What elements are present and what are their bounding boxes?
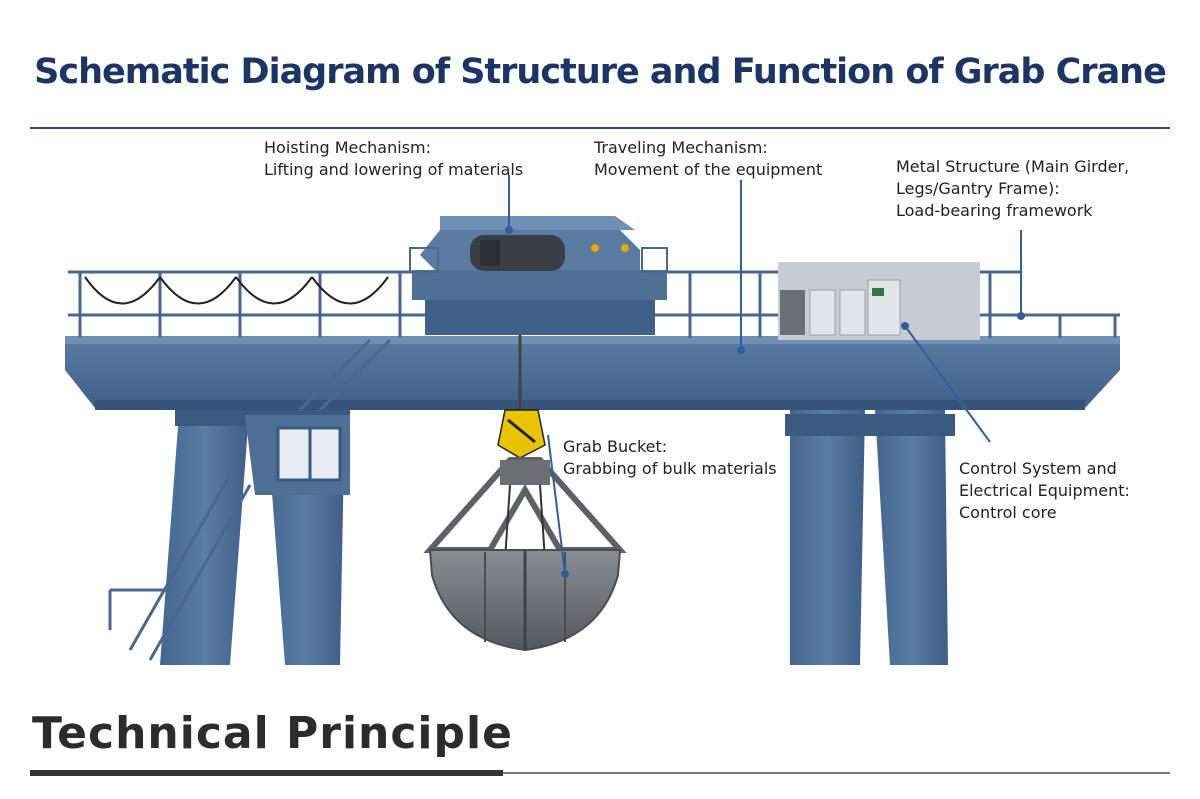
- title-divider: [30, 127, 1170, 129]
- section-divider-accent: [30, 770, 503, 776]
- access-stairs: [108, 338, 392, 661]
- callout-grab-title: Grab Bucket:: [563, 437, 668, 456]
- callout-leaders: [508, 175, 1022, 575]
- section-heading: Technical Principle: [32, 708, 513, 759]
- callout-metal-title: Metal Structure (Main Girder,: [896, 157, 1130, 176]
- electrical-room: [778, 262, 980, 340]
- callout-grab-desc: Grabbing of bulk materials: [563, 459, 777, 478]
- callout-metal-structure: Metal Structure (Main Girder, Legs/Gantr…: [896, 156, 1129, 222]
- callout-control-desc: Control core: [959, 503, 1057, 522]
- callout-control-title: Control System and: [959, 459, 1117, 478]
- diagram-title: Schematic Diagram of Structure and Funct…: [34, 52, 1167, 92]
- callout-hoisting-desc: Lifting and lowering of materials: [264, 160, 524, 179]
- callout-traveling-desc: Movement of the equipment: [594, 160, 823, 179]
- callout-control-title-cont: Electrical Equipment:: [959, 481, 1130, 500]
- main-girder: [65, 336, 1120, 410]
- callout-control-system: Control System and Electrical Equipment:…: [959, 458, 1130, 524]
- callout-traveling-mechanism: Traveling Mechanism: Movement of the equ…: [594, 137, 822, 181]
- right-gantry-legs: [785, 410, 955, 665]
- callout-grab-bucket: Grab Bucket: Grabbing of bulk materials: [563, 436, 777, 480]
- crane-illustration: [65, 175, 1120, 665]
- callout-traveling-title: Traveling Mechanism:: [594, 138, 768, 157]
- hoisting-trolley: [409, 216, 668, 335]
- grab-bucket: [423, 457, 627, 652]
- callout-hoisting-mechanism: Hoisting Mechanism: Lifting and lowering…: [264, 137, 523, 181]
- section-divider: [30, 772, 1170, 774]
- hoist-rope-and-hook: [497, 335, 546, 459]
- callout-metal-desc: Load-bearing framework: [896, 201, 1093, 220]
- callout-metal-title-cont: Legs/Gantry Frame):: [896, 179, 1060, 198]
- callout-anchor-dots: [505, 226, 1025, 578]
- operator-cab: [245, 415, 350, 495]
- festoon-cables: [84, 276, 389, 305]
- callout-hoisting-title: Hoisting Mechanism:: [264, 138, 431, 157]
